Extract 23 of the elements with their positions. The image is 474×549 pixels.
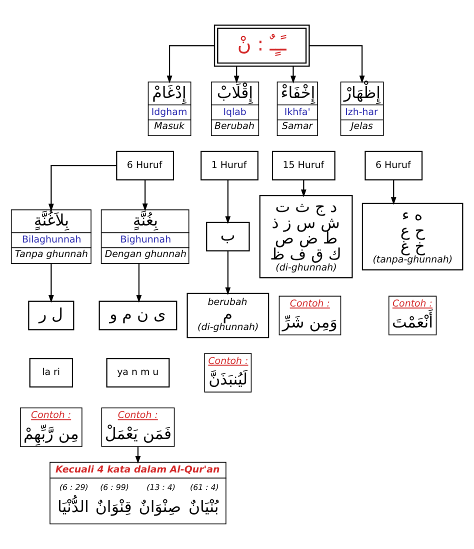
arrow — [48, 264, 54, 303]
arrow — [225, 180, 231, 224]
node-box: 6 Huruf — [116, 150, 174, 180]
arrow — [142, 180, 148, 212]
arrow — [300, 180, 306, 198]
node-box: la ri — [29, 358, 74, 388]
node-box: ـًـٍـٌ : نْ — [214, 24, 310, 67]
arrow — [135, 446, 141, 464]
arrow — [390, 180, 396, 205]
node-box: 15 Huruf — [272, 150, 336, 180]
arrow — [225, 251, 231, 296]
arrow — [48, 165, 117, 212]
arrow — [234, 66, 240, 84]
arrow — [166, 45, 214, 84]
node-box: 6 Huruf — [364, 150, 423, 180]
node-box: ى ن م و — [98, 300, 178, 330]
node-box: ب — [206, 222, 250, 252]
node-box: 1 Huruf — [200, 150, 258, 180]
arrow — [136, 264, 142, 303]
arrow — [309, 45, 365, 84]
node-box: ل ر — [28, 300, 74, 330]
arrow — [290, 66, 296, 84]
node-box: ya n m u — [106, 358, 170, 388]
